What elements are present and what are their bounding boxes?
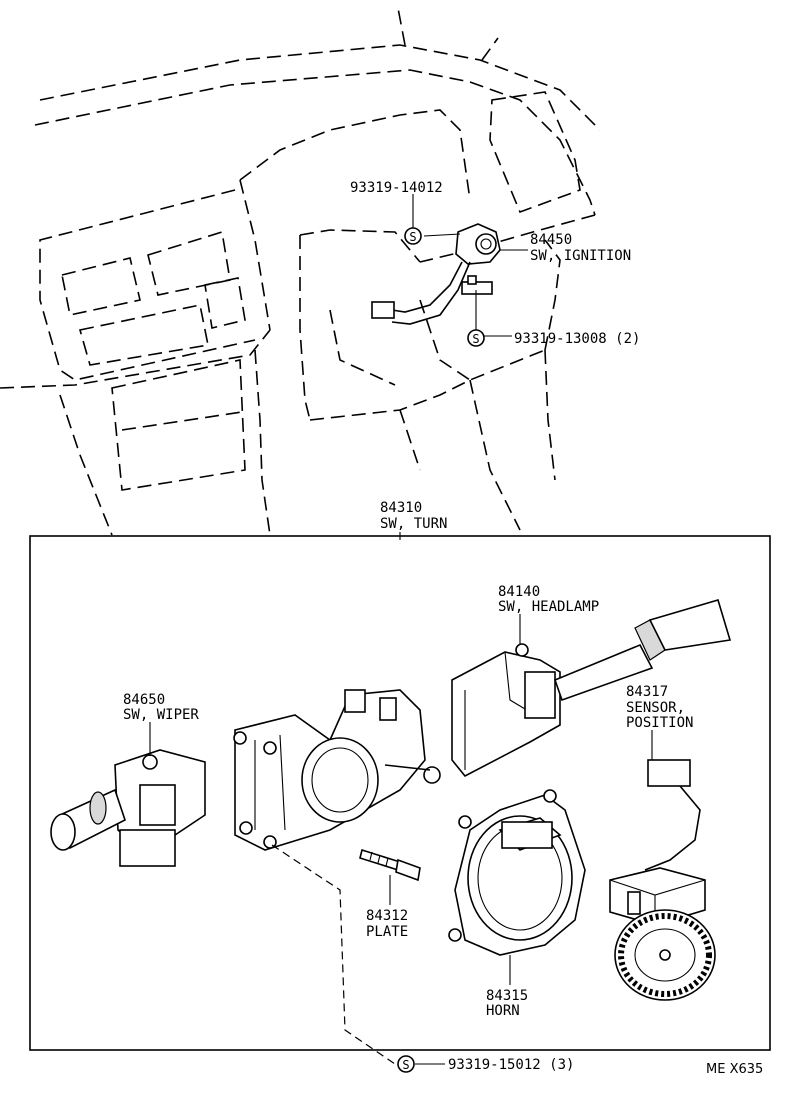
position-sensor-drawing — [609, 759, 716, 1001]
svg-text:S: S — [409, 230, 416, 244]
ignition-part-name: SW, IGNITION — [530, 248, 631, 264]
wiper-switch-drawing — [50, 749, 206, 867]
ignition-switch-drawing — [371, 223, 501, 325]
plate-part-name: PLATE — [366, 924, 408, 940]
bolt-ignition-bottom-label: 93319-13008 (2) — [514, 331, 640, 347]
bolt-bottom-label: 93319-15012 (3) — [448, 1057, 574, 1073]
screw-symbol-bottom: S — [397, 1055, 415, 1073]
screw-symbol-top: S — [404, 227, 422, 245]
bottom-screw-leader — [271, 844, 396, 1065]
sensor-part-name-line1: SENSOR, — [626, 700, 685, 716]
turn-switch-body-drawing — [233, 689, 441, 851]
wiper-part-number: 84650 — [123, 692, 165, 708]
screw-symbol-middle: S — [467, 329, 485, 347]
dashboard-outline — [0, 7, 601, 536]
bolt-ignition-top-label: 93319-14012 — [350, 180, 443, 196]
svg-text:S: S — [472, 332, 479, 346]
horn-drawing — [448, 789, 586, 956]
headlamp-switch-drawing — [451, 599, 732, 778]
turn-part-name: SW, TURN — [380, 516, 447, 532]
turn-switch-assembly-box — [29, 535, 771, 1051]
headlamp-part-number: 84140 — [498, 584, 540, 600]
ignition-leaders — [412, 194, 528, 337]
sensor-part-name-line2: POSITION — [626, 715, 693, 731]
ignition-part-number: 84450 — [530, 232, 572, 248]
headlamp-part-name: SW, HEADLAMP — [498, 599, 599, 615]
figure-code: ME X635 — [706, 1062, 763, 1077]
plate-drawing — [359, 848, 421, 882]
horn-part-number: 84315 — [486, 988, 528, 1004]
turn-part-number: 84310 — [380, 500, 422, 516]
wiper-part-name: SW, WIPER — [123, 707, 199, 723]
horn-part-name: HORN — [486, 1003, 520, 1019]
sensor-part-number: 84317 — [626, 684, 668, 700]
svg-text:S: S — [402, 1058, 409, 1072]
plate-part-number: 84312 — [366, 908, 408, 924]
